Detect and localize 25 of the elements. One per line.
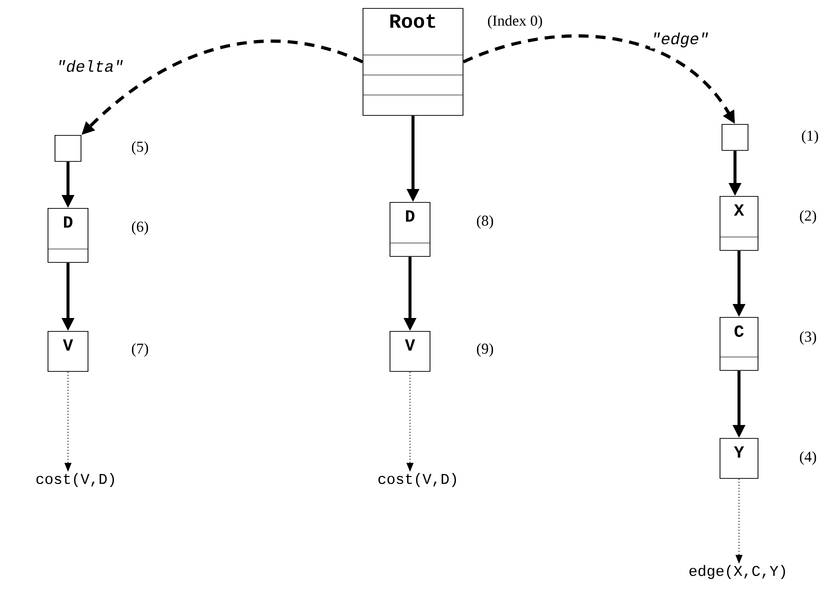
index-label: (1) — [802, 130, 818, 144]
result-text: edge(X,C,Y) — [689, 565, 785, 579]
index-label: (6) — [132, 221, 148, 235]
record-box: D — [48, 208, 88, 263]
index-label: (7) — [132, 343, 148, 357]
index-label: (4) — [800, 451, 816, 465]
record-box: Root — [362, 8, 464, 116]
index-label: (2) — [800, 210, 816, 224]
record-box: Y — [720, 438, 758, 479]
result-text: cost(V,D) — [36, 473, 114, 487]
index-label: (Index 0) — [488, 15, 542, 29]
record-box: V — [48, 331, 88, 372]
record-box: X — [720, 196, 758, 251]
result-text: cost(V,D) — [378, 473, 456, 487]
record-box: C — [720, 317, 758, 371]
empty-box — [722, 124, 748, 151]
index-label: (8) — [476, 215, 494, 229]
record-box: V — [390, 331, 430, 372]
edge-label: "delta" — [55, 59, 125, 73]
index-label: (5) — [132, 141, 148, 155]
empty-box — [54, 135, 82, 162]
index-label: (9) — [476, 343, 494, 357]
record-box: D — [390, 202, 430, 257]
index-label: (3) — [800, 331, 816, 345]
edge-label: "edge" — [650, 32, 710, 48]
